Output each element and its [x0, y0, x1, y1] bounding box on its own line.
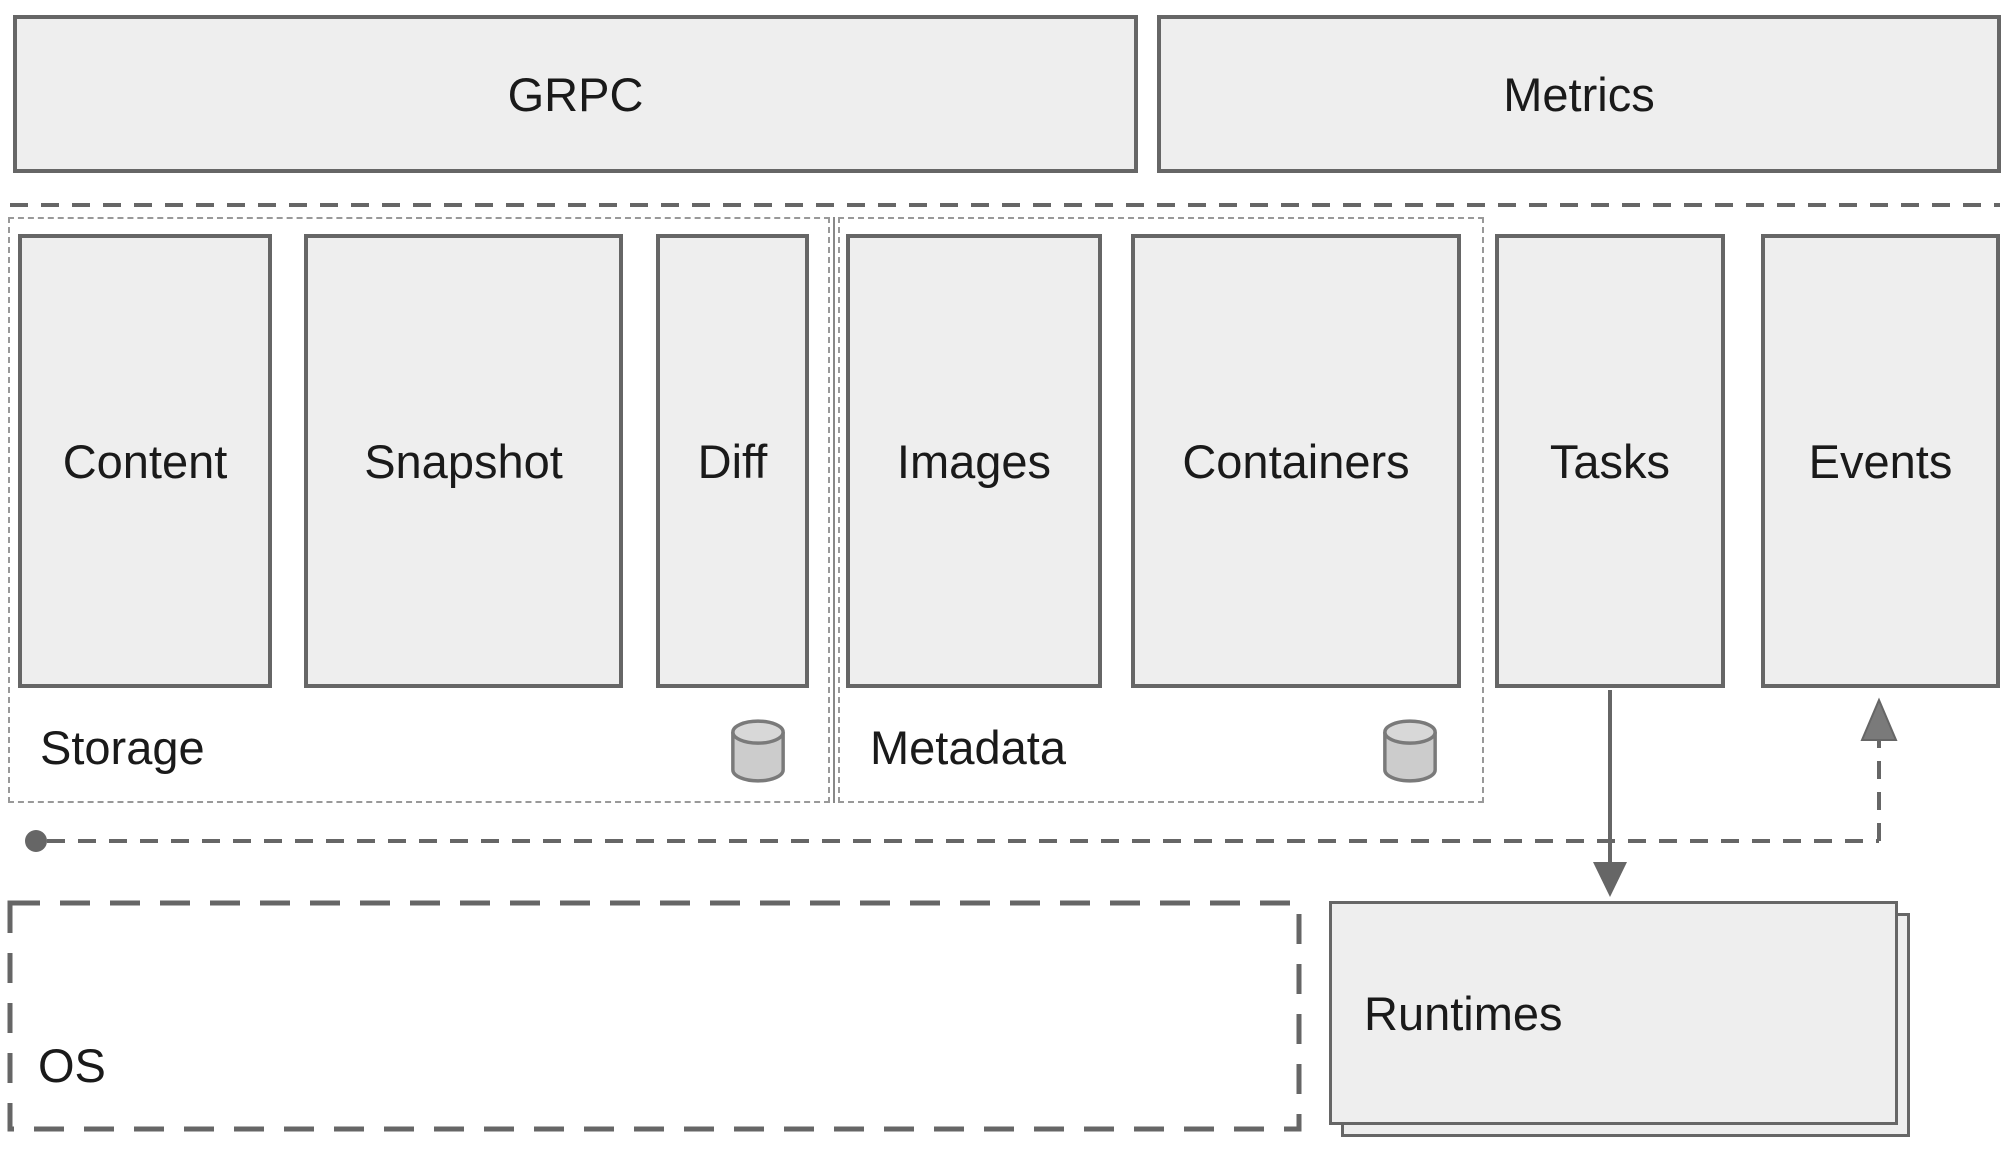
os-label: OS: [38, 1039, 106, 1092]
storage-label: Storage: [40, 721, 205, 774]
storage-region: Storage: [8, 217, 830, 803]
events-box: Events: [1761, 234, 2000, 688]
os-region: OS: [8, 901, 1301, 1131]
containers-box: Containers: [1131, 234, 1461, 688]
runtimes-box: Runtimes: [1329, 901, 1898, 1125]
diff-box: Diff: [656, 234, 809, 688]
tasks-runtimes-arrow: [1593, 690, 1627, 897]
metadata-region: Metadata: [838, 217, 1484, 803]
snapshot-box: Snapshot: [304, 234, 623, 688]
metadata-database-icon: [1378, 718, 1442, 784]
content-box: Content: [18, 234, 272, 688]
storage-database-icon: [726, 718, 790, 784]
metrics-box: Metrics: [1157, 15, 2001, 173]
grpc-box: GRPC: [13, 15, 1138, 173]
metadata-label: Metadata: [870, 721, 1066, 774]
images-box: Images: [846, 234, 1102, 688]
tasks-box: Tasks: [1495, 234, 1725, 688]
